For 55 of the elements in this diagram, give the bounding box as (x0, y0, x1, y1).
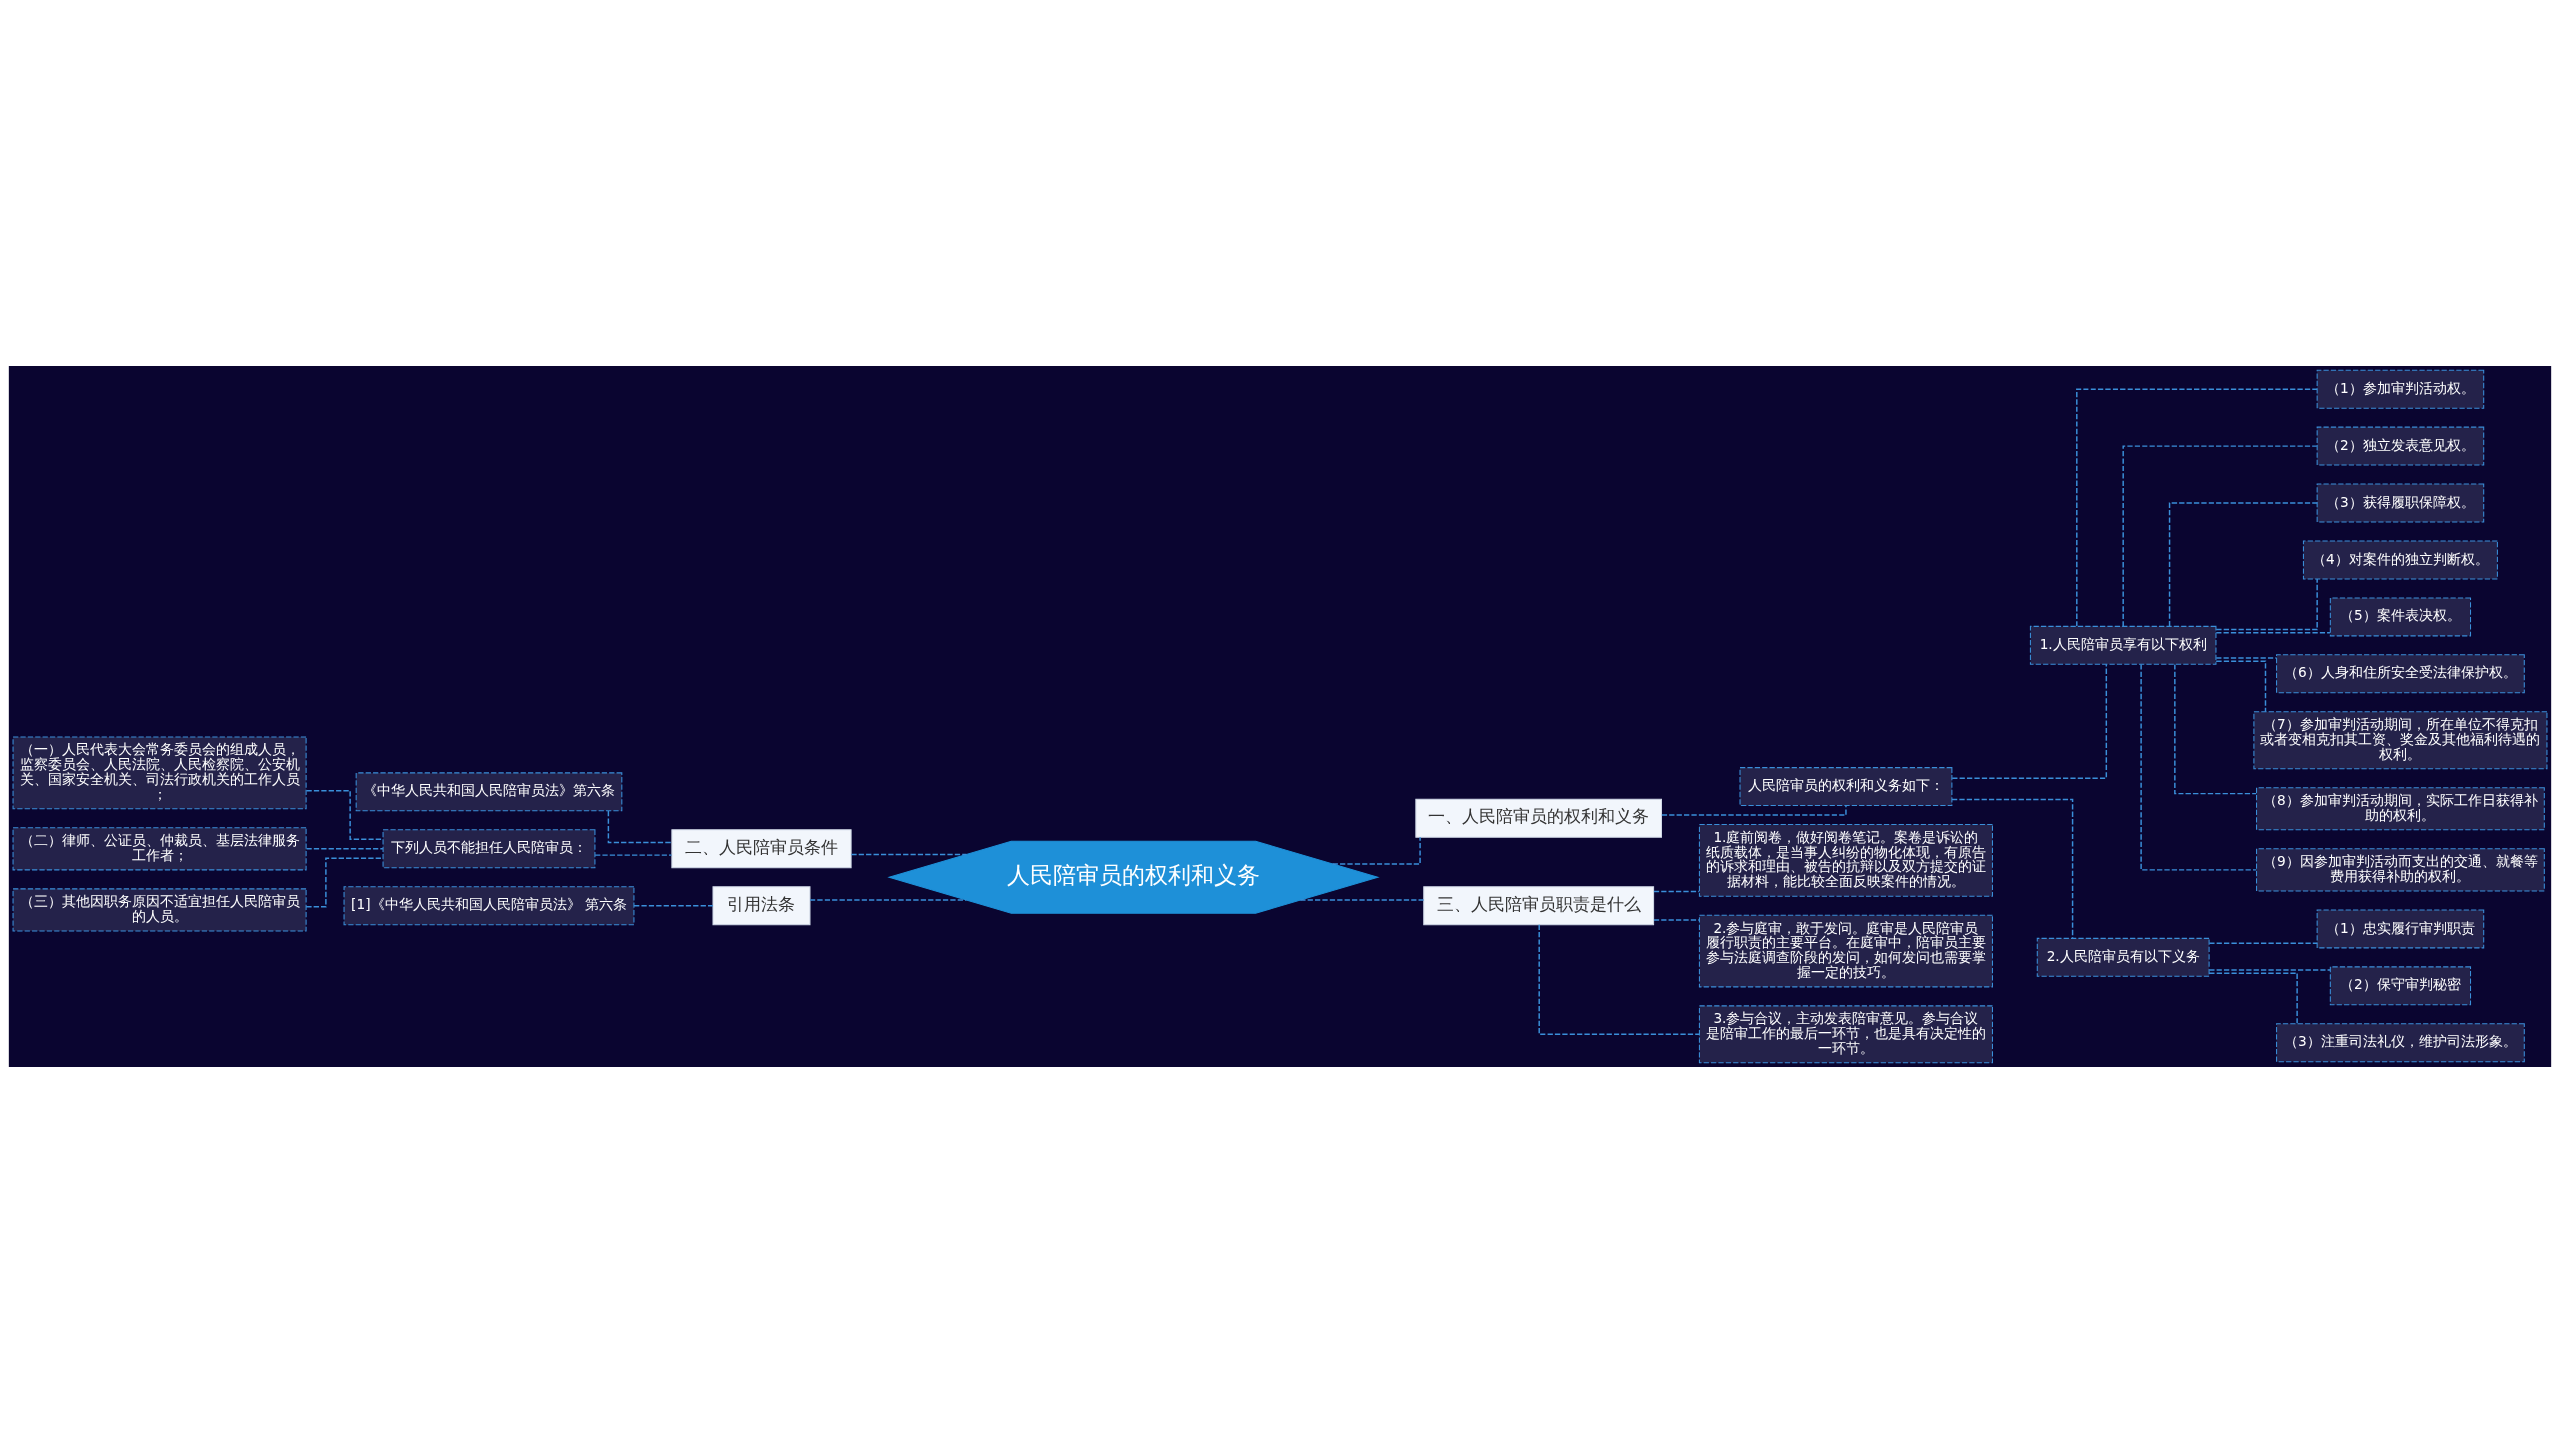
node-box: 二、人民陪审员条件 (671, 828, 852, 868)
connector (1661, 804, 1847, 816)
connector (305, 789, 384, 840)
node-box: 一、人民陪审员的权利和义务 (1415, 798, 1662, 838)
node-box: 2.参与庭审，敢于发问。庭审是人民陪审员履行职责的主要平台。在庭审中，陪审员主要参与法庭调查阶段的发问，如何发问也需要掌握一定的技巧。 (1698, 914, 1993, 987)
node-box: （4）对案件的独立判断权。 (2302, 539, 2498, 579)
connector (2215, 631, 2331, 633)
node-box: （5）案件表决权。 (2329, 596, 2472, 636)
connector (1653, 890, 1701, 892)
node-box: （9）因参加审判活动而支出的交通、就餐等费用获得补助的权利。 (2256, 847, 2545, 891)
connector (1653, 918, 1701, 921)
connector (633, 904, 714, 906)
node-box: 3.参与合议，主动发表陪审意见。参与合议是陪审工作的最后一环节，也是具有决定性的一环节。 (1698, 1004, 1993, 1063)
node-box: 人民陪审员的权利和义务如下： (1739, 766, 1953, 806)
connector (850, 853, 968, 855)
connector (2140, 663, 2258, 871)
connector (1538, 923, 1701, 1035)
connector (2208, 941, 2318, 944)
node-box: （3）获得履职保障权。 (2316, 483, 2485, 523)
connector (1299, 898, 1425, 901)
node-box: 《中华人民共和国人民陪审员法》第六条 (355, 771, 623, 811)
node-box: （8）参加审判活动期间，实际工作日获得补助的权利。 (2256, 786, 2545, 830)
connector (2122, 444, 2318, 627)
node-box: 引用法条 (712, 885, 811, 925)
connector (305, 857, 384, 907)
connector (2174, 663, 2257, 794)
connector (1951, 663, 2108, 779)
node-box: （2）保守审判秘密 (2329, 965, 2472, 1005)
connector (2208, 968, 2331, 971)
connector (2215, 659, 2267, 712)
connector (809, 898, 968, 901)
node-box: （7）参加审判活动期间，所在单位不得克扣或者变相克扣其工资、奖金及其他福利待遇的权利。 (2253, 710, 2548, 769)
connector (594, 853, 673, 856)
connector (2215, 577, 2318, 630)
connector (607, 809, 673, 843)
node-box: 1.人民陪审员享有以下权利 (2029, 625, 2217, 665)
connector (305, 847, 384, 850)
node-box: （1）参加审判活动权。 (2316, 369, 2485, 409)
node-box: （3）注重司法礼仪，维护司法形象。 (2276, 1022, 2525, 1062)
node-box: （2）独立发表意见权。 (2316, 426, 2485, 466)
node-box: 1.庭前阅卷，做好阅卷笔记。案卷是诉讼的纸质载体，是当事人纠纷的物化体现，有原告的诉求和理由、被告的抗辩以及双方提交的证据材料，能比较全面反映案件的情况。 (1698, 823, 1993, 897)
node-box: 2.人民陪审员有以下义务 (2036, 937, 2210, 977)
node-box: （二）律师、公证员、仲裁员、基层法律服务工作者； (12, 826, 307, 870)
node-box: （一）人民代表大会常务委员会的组成人员，监察委员会、人民法院、人民检察院、公安机关、国家安全机关、司法行政机关的工作人员； (12, 736, 307, 809)
node-box: [1]《中华人民共和国人民陪审员法》 第六条 (343, 885, 635, 925)
node-box: 下列人员不能担任人民陪审员： (382, 828, 596, 868)
connector (2076, 387, 2318, 627)
connector (1951, 798, 2074, 939)
node-box: 三、人民陪审员职责是什么 (1423, 885, 1655, 925)
connector (2208, 971, 2298, 1024)
connector (2215, 656, 2278, 659)
node-box: （三）其他因职务原因不适宜担任人民陪审员的人员。 (12, 887, 307, 932)
node-box: （1）忠实履行审判职责 (2316, 908, 2485, 948)
node-box: （6）人身和住所安全受法律保护权。 (2276, 653, 2525, 693)
connector (2168, 501, 2318, 627)
